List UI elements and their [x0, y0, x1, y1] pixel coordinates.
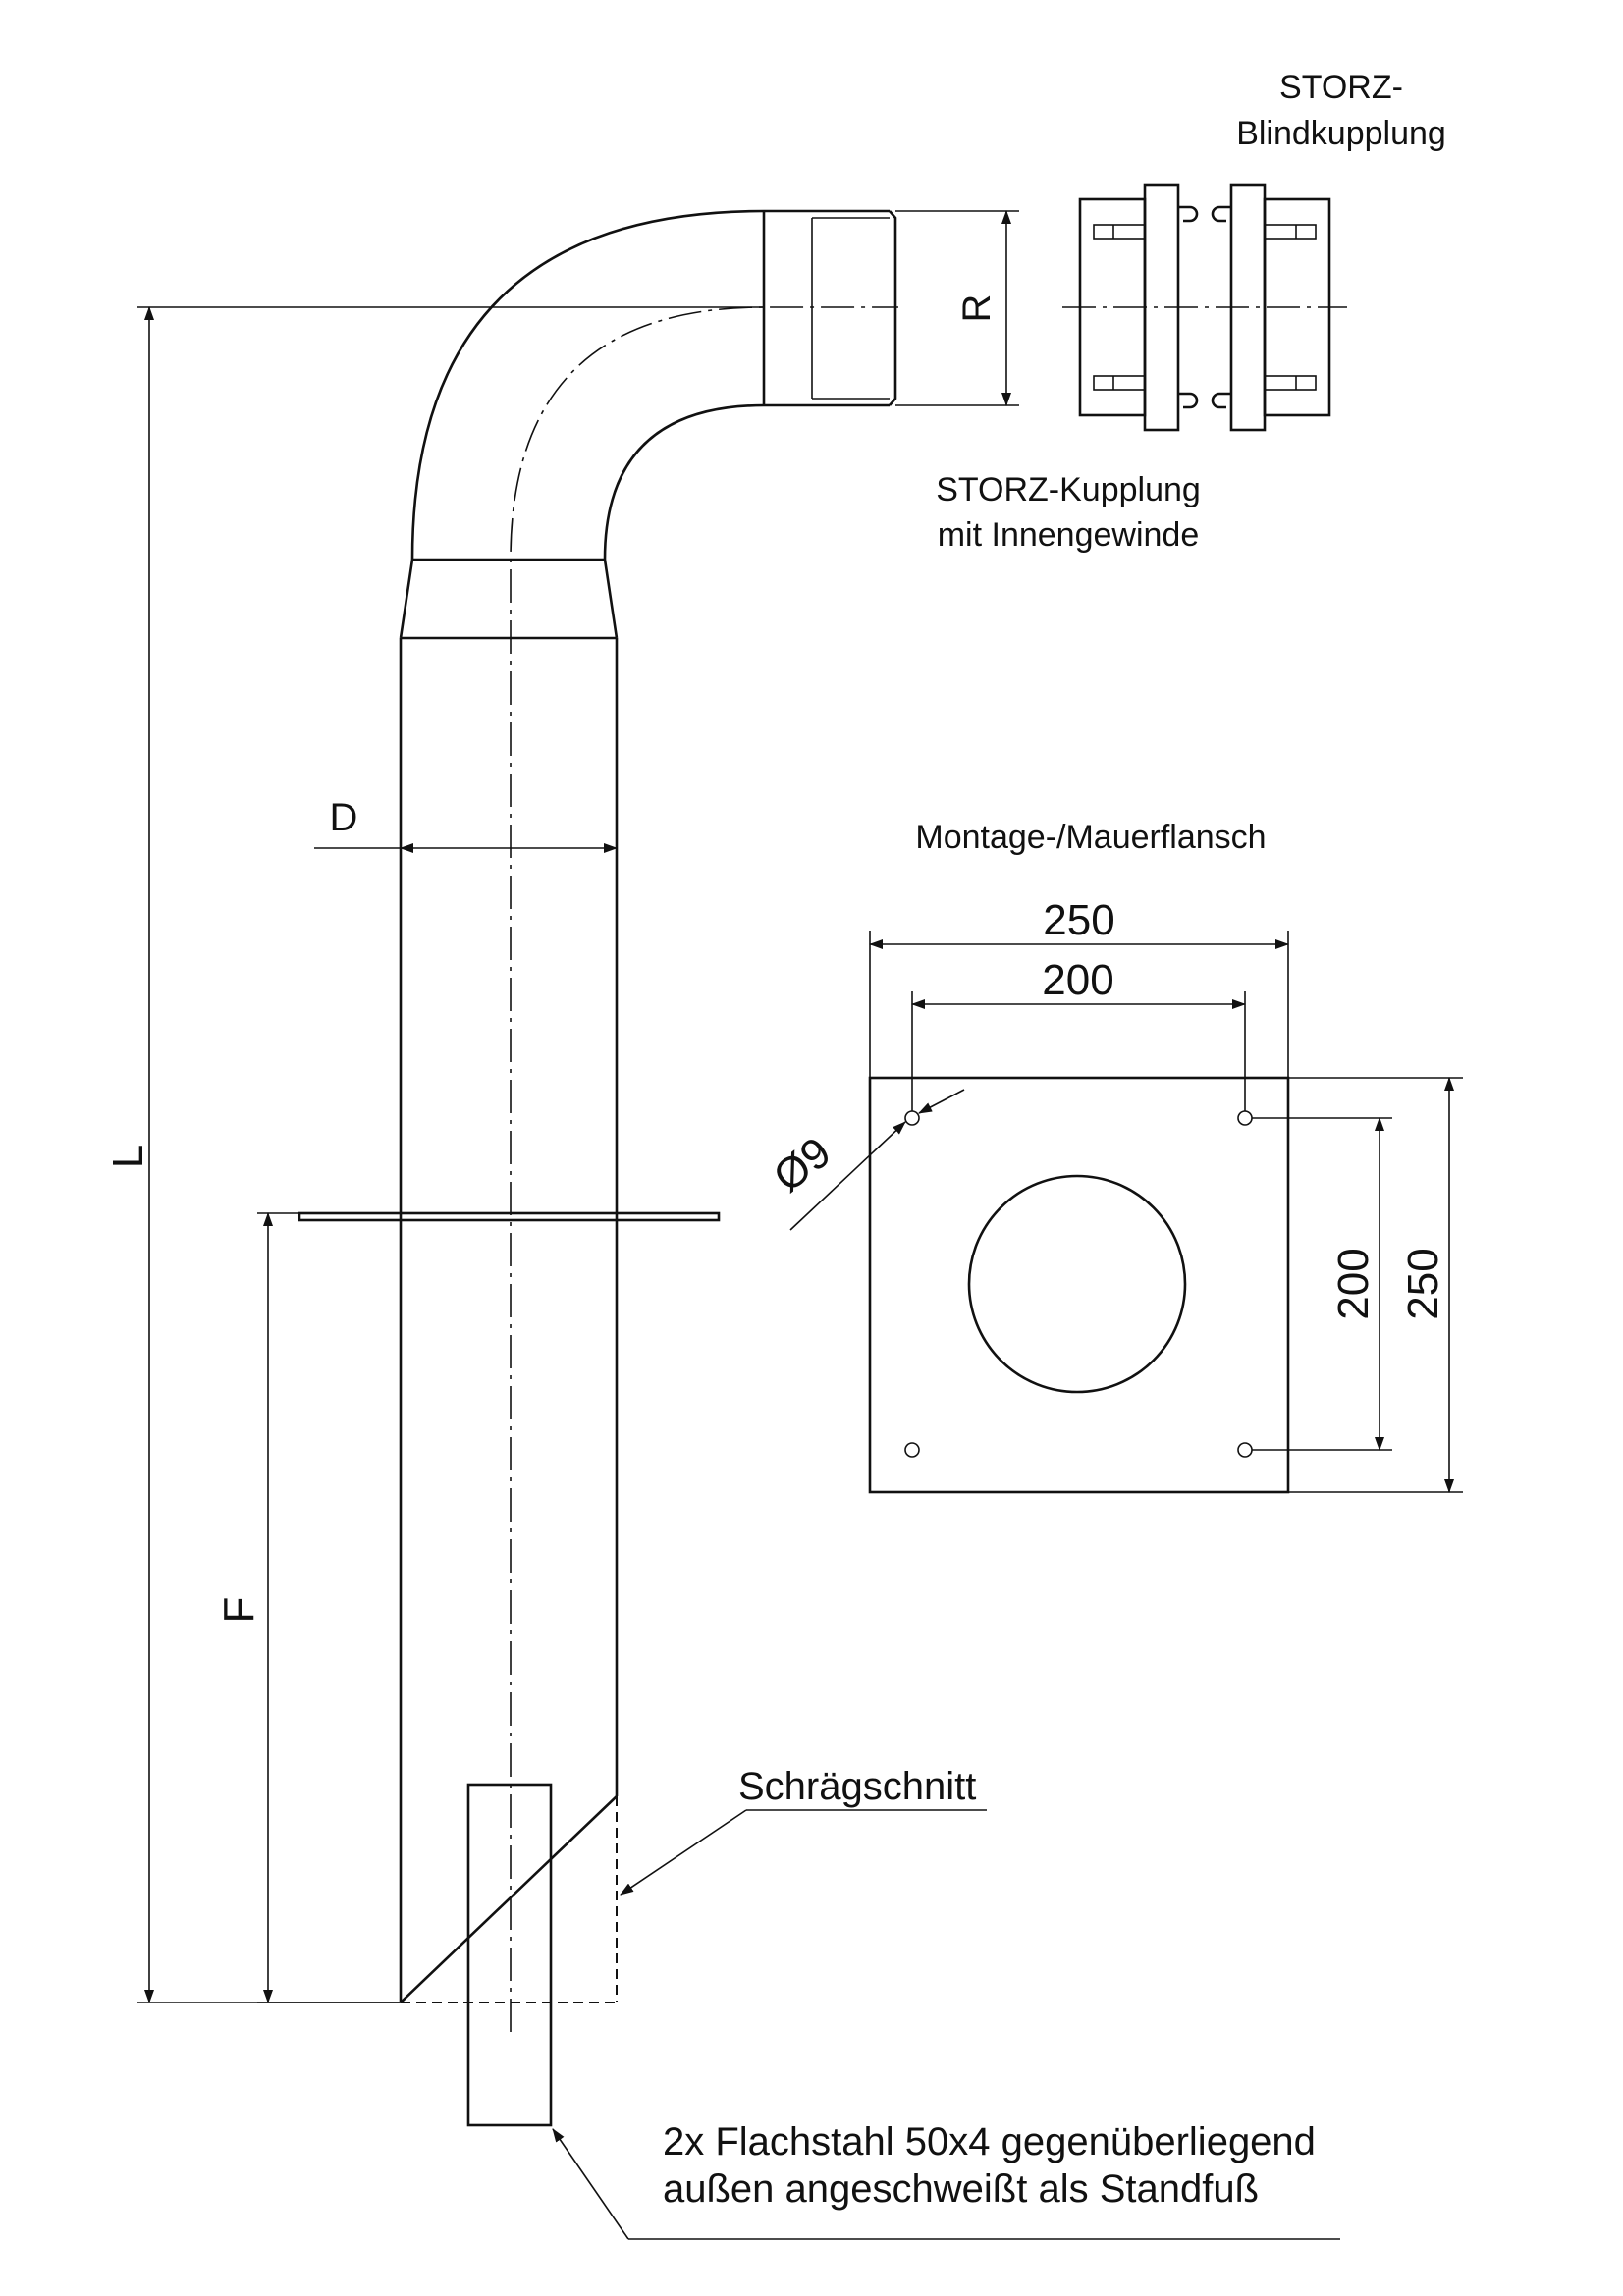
callout-bevel-cut: Schrägschnitt — [620, 1765, 987, 1896]
mounting-flange — [868, 1076, 1290, 1494]
pipe — [298, 209, 898, 2127]
label-200-vertical: 200 — [1329, 1248, 1378, 1319]
label-R: R — [955, 294, 999, 323]
bolt-hole — [904, 1110, 920, 1126]
label-L: L — [104, 1145, 152, 1168]
label-250-horizontal: 250 — [1043, 896, 1114, 944]
callout-flat-steel: 2x Flachstahl 50x4 gegenüberliegend auße… — [552, 2120, 1340, 2240]
coupling-label-1: STORZ-Kupplung — [936, 471, 1201, 508]
dimension-diameter: D — [314, 796, 618, 853]
label-bevel-cut: Schrägschnitt — [738, 1765, 976, 1808]
dimension-thread: R — [895, 210, 1019, 406]
label-hole-diameter: Ø9 — [765, 1128, 839, 1201]
dimension-hole-diameter: Ø9 — [765, 1089, 965, 1231]
dimension-flange-depth: F — [215, 1212, 401, 2003]
blind-coupling-label-2: Blindkupplung — [1236, 115, 1446, 152]
bolt-hole — [904, 1442, 920, 1458]
dimension-flange-width-outer: 250 — [869, 896, 1289, 1078]
dimension-flange-height-holes: 200 — [1252, 1117, 1392, 1451]
label-D: D — [330, 796, 358, 839]
flange-title: Montage-/Mauerflansch — [915, 819, 1266, 856]
label-F: F — [215, 1597, 263, 1624]
label-250-vertical: 250 — [1399, 1248, 1447, 1319]
bolt-hole — [1237, 1442, 1253, 1458]
dimension-flange-height-outer: 250 — [1288, 1077, 1463, 1493]
note-line-2: außen angeschweißt als Standfuß — [663, 2167, 1259, 2211]
label-200-horizontal: 200 — [1042, 956, 1113, 1004]
bolt-hole — [1237, 1110, 1253, 1126]
coupling-label-2: mit Innengewinde — [938, 516, 1200, 554]
storz-blind-coupling — [1062, 183, 1347, 432]
dimension-flange-width-holes: 200 — [911, 956, 1246, 1111]
note-line-1: 2x Flachstahl 50x4 gegenüberliegend — [663, 2120, 1316, 2163]
blind-coupling-label-1: STORZ- — [1279, 69, 1403, 106]
dimension-length: L — [104, 306, 764, 2003]
